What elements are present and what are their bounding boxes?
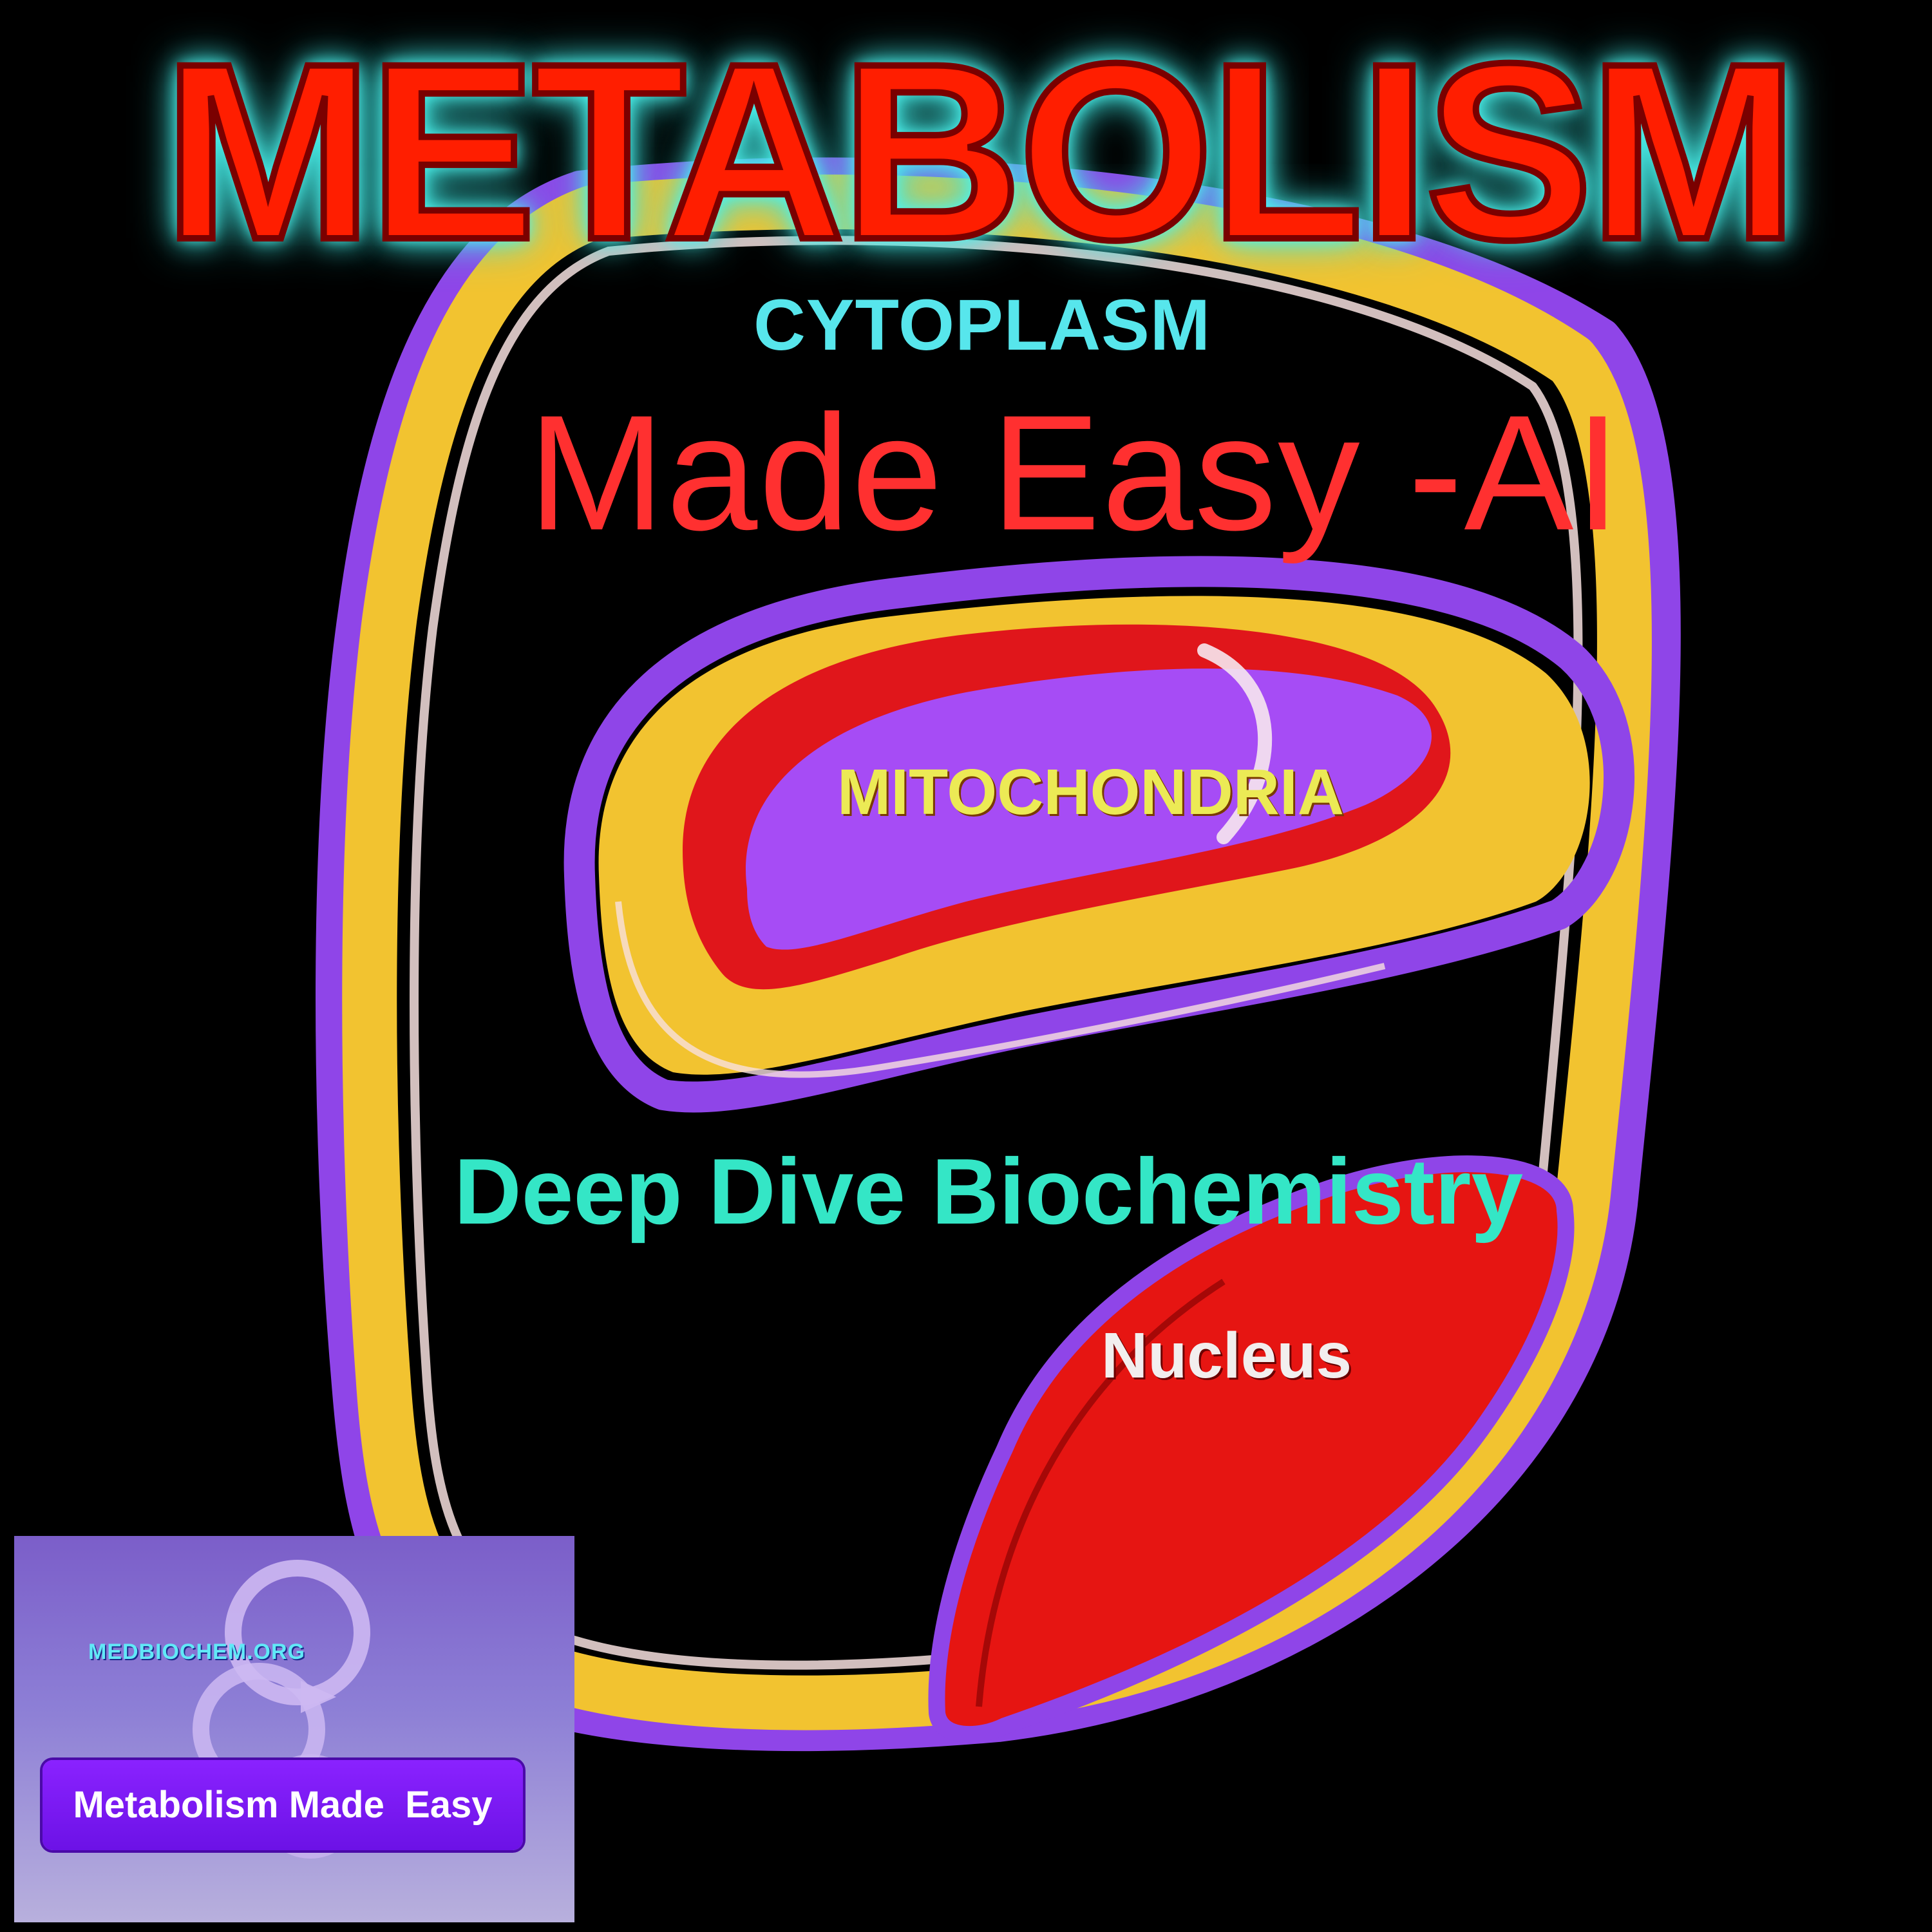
tagline: Deep Dive Biochemistry bbox=[454, 1139, 1524, 1244]
mitochondria-outer-membrane-halo bbox=[564, 556, 1634, 1113]
nucleus-highlight bbox=[976, 1278, 1226, 1707]
nucleus-shape bbox=[928, 1155, 1575, 1743]
cycle-arrows-icon bbox=[193, 1560, 370, 1859]
mitochondria-label: MITOCHONDRIA bbox=[837, 756, 1345, 828]
logo-caption: Metabolism Made Easy bbox=[73, 1784, 493, 1826]
logo-url: MEDBIOCHEM.ORG bbox=[88, 1640, 305, 1664]
logo-badge: MEDBIOCHEM.ORG Metabolism Made Easy bbox=[14, 1536, 574, 1922]
mitochondria-lining bbox=[615, 901, 1386, 1078]
main-title: METABOLISM bbox=[160, 10, 1802, 293]
subtitle: Made Easy -AI bbox=[528, 381, 1622, 565]
logo-caption-pill: Metabolism Made Easy bbox=[43, 1760, 523, 1850]
nucleus-label: Nucleus bbox=[1101, 1320, 1352, 1392]
cytoplasm-label: CYTOPLASM bbox=[753, 285, 1211, 365]
mitochondria-crista bbox=[1197, 643, 1273, 844]
